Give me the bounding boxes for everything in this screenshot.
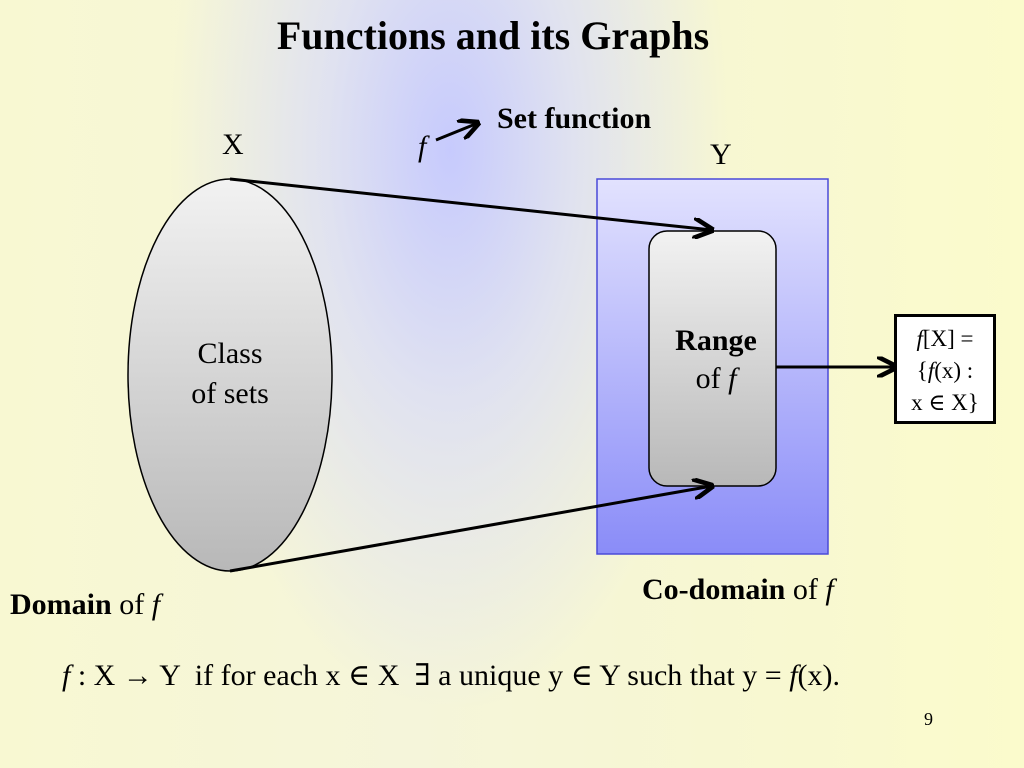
image-set-f1: f: [916, 326, 923, 351]
page-number: 9: [924, 709, 933, 729]
set-function-label: Set function: [497, 102, 652, 135]
definition-part1: : X → Y if for each x ∈ X ∃ a unique y ∈…: [70, 659, 790, 692]
range-label: Range of f: [650, 322, 782, 398]
domain-caption-f: f: [151, 588, 161, 621]
slide-title: Functions and its Graphs: [276, 13, 710, 58]
codomain-caption-bold: Co-domain: [642, 573, 786, 606]
codomain-caption-of: of: [792, 573, 818, 606]
range-label-f: f: [728, 362, 737, 395]
domain-caption-bold: Domain: [10, 588, 112, 621]
set-function-arrow: [435, 123, 478, 142]
image-set-open-brace: {: [916, 358, 928, 383]
function-symbol: f: [418, 130, 427, 163]
definition-f1: f: [62, 659, 71, 692]
definition-part2: (x).: [797, 659, 841, 692]
domain-caption: Domain of f: [10, 588, 160, 622]
mapping-arrow-top: [229, 177, 712, 230]
codomain-caption-f: f: [825, 573, 834, 606]
image-set-line3: x ∈ X}: [911, 390, 979, 415]
domain-ellipse-label: Class of sets: [130, 334, 330, 414]
image-set-f2: f: [927, 358, 935, 383]
function-definition: f : X → Y if for each x ∈ X ∃ a unique y…: [62, 658, 840, 693]
range-label-bold: Range: [675, 324, 757, 357]
codomain-caption: Co-domain of f: [642, 573, 834, 607]
image-set-line1: [X] =: [922, 326, 974, 351]
domain-ellipse-label-line2: of sets: [191, 377, 269, 410]
range-label-of: of: [695, 362, 721, 395]
domain-set-label: X: [222, 128, 244, 161]
image-set-line2: (x) :: [934, 358, 974, 383]
domain-ellipse-label-line1: Class: [197, 337, 263, 370]
codomain-set-label: Y: [710, 138, 732, 171]
domain-caption-of: of: [119, 588, 145, 621]
image-set-box: f[X] = {f(x) : x ∈ X}: [894, 314, 996, 424]
definition-f2: f: [789, 659, 798, 692]
mapping-arrow-bottom: [229, 486, 712, 573]
